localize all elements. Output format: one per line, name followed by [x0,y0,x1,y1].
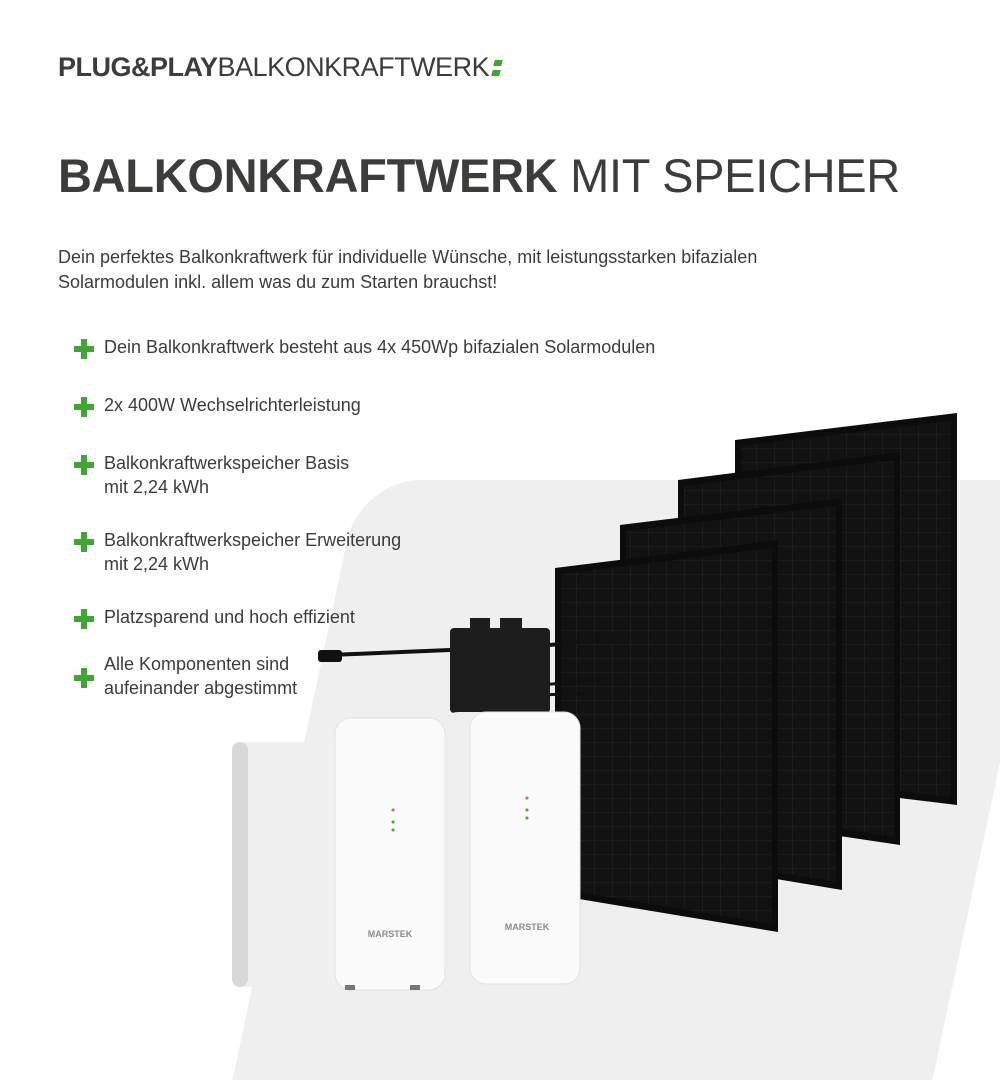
product-illustration: MARSTEK MARSTEK [232,413,957,991]
plus-icon [74,668,94,688]
plus-icon [74,532,94,552]
solar-panels [555,413,957,932]
feature-item: Platzsparend und hoch effizient [74,605,355,629]
brand-logo: PLUG&PLAYBALKONKRAFTWERK [58,52,503,83]
feature-item: 2x 400W Wechselrichterleistung [74,393,361,417]
feature-text: mit 2,24 kWh [104,554,210,574]
feature-text: Platzsparend und hoch effizient [104,607,355,627]
feature-text: mit 2,24 kWh [104,477,210,497]
battery-brand-label: MARSTEK [505,922,550,932]
plus-icon [74,455,94,475]
feature-text: Balkonkraftwerkspeicher Basis [104,453,350,473]
feature-text: aufeinander abgestimmt [104,678,298,698]
feature-item: Dein Balkonkraftwerk besteht aus 4x 450W… [74,335,655,359]
battery-base [232,717,446,991]
logo-bold: PLUG&PLAY [58,52,218,82]
plus-icon [74,397,94,417]
feature-text: Dein Balkonkraftwerk besteht aus 4x 450W… [104,337,656,357]
feature-item: Balkonkraftwerkspeicher Erweiterung mit 2… [74,528,401,576]
logo-light: BALKONKRAFTWERK [217,52,490,82]
title-light: MIT SPEICHER [570,149,900,202]
feature-item: Alle Komponenten sind aufeinander abgesti… [74,652,297,700]
feature-item: Balkonkraftwerkspeicher Basis mit 2,24 kW… [74,451,349,499]
intro-text: Dein perfektes Balkonkraftwerk für indiv… [58,247,758,292]
plus-icon [74,339,94,359]
inverter [318,618,625,713]
page-title: BALKONKRAFTWERK MIT SPEICHER [58,148,900,203]
battery-extension [440,711,581,985]
title-bold: BALKONKRAFTWERK [58,149,558,202]
feature-text: Alle Komponenten sind [104,654,290,674]
feature-text: Balkonkraftwerkspeicher Erweiterung [104,530,402,550]
battery-brand-label: MARSTEK [368,929,413,939]
feature-text: 2x 400W Wechselrichterleistung [104,395,361,415]
plus-icon [74,609,94,629]
